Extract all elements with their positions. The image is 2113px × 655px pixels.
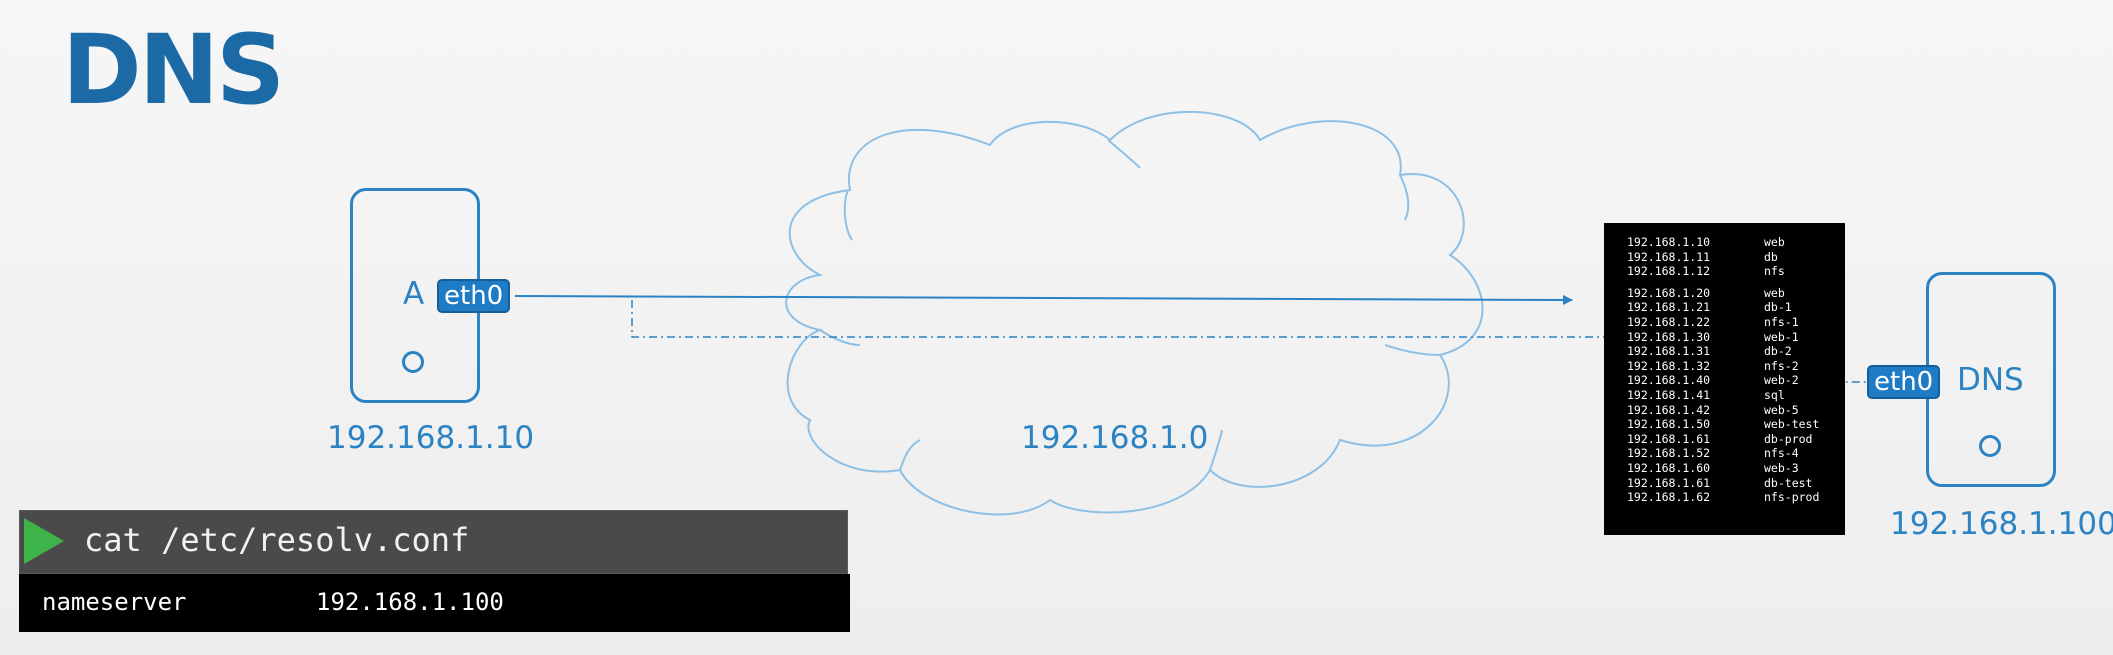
host-a-ip: 192.168.1.10 [327,420,535,456]
terminal-output: nameserver 192.168.1.100 [19,574,850,632]
dns-eth0-badge: eth0 [1867,365,1941,399]
hosts-ip: 192.168.1.21 [1627,300,1711,315]
hosts-ip: 192.168.1.32 [1627,358,1711,373]
hosts-name: nfs-2 [1764,358,1799,373]
hosts-row: 192.168.1.10 web [1627,235,1845,250]
hosts-row: 192.168.1.32 nfs-2 [1627,359,1845,374]
hosts-ip: 192.168.1.10 [1627,235,1711,249]
host-a-port-icon [402,351,424,373]
hosts-ip: 192.168.1.11 [1627,249,1711,264]
hosts-ip: 192.168.1.61 [1627,475,1711,490]
request-arrow [514,294,1573,305]
terminal-command: cat /etc/resolv.conf [84,521,470,559]
hosts-ip: 192.168.1.20 [1627,285,1711,300]
hosts-ip: 192.168.1.61 [1627,431,1711,446]
hosts-row: 192.168.1.40 web-2 [1627,373,1845,388]
hosts-name: web-2 [1764,373,1799,388]
hosts-ip: 192.168.1.42 [1627,402,1711,417]
hosts-name: db-test [1764,475,1813,490]
dns-server-label: DNS [1957,362,2024,398]
hosts-name: sql [1764,387,1785,402]
hosts-row: 192.168.1.21 db-1 [1627,300,1845,315]
hosts-name: db [1764,249,1778,264]
hosts-name: db-1 [1764,300,1792,315]
network-ip: 192.168.1.0 [1021,420,1209,456]
hosts-row: 192.168.1.50 web-test [1627,417,1845,432]
hosts-row: 192.168.1.41 sql [1627,388,1845,403]
terminal-panel: cat /etc/resolv.conf nameserver 192.168.… [19,510,850,632]
hosts-name: web-3 [1764,460,1799,475]
play-icon [24,518,64,564]
hosts-row: 192.168.1.42 web-5 [1627,403,1845,418]
host-a-eth0-badge: eth0 [437,279,511,313]
page-title: DNS [62,14,285,126]
resolv-value: 192.168.1.100 [316,588,504,616]
hosts-ip: 192.168.1.30 [1627,329,1711,344]
hosts-name: web-5 [1764,402,1799,417]
resolv-key: nameserver [42,588,187,616]
hosts-row: 192.168.1.11 db [1627,250,1845,265]
hosts-ip: 192.168.1.12 [1627,264,1711,279]
hosts-file-table: 192.168.1.10 web 192.168.1.11 db 192.168.1… [1604,223,1845,535]
hosts-ip: 192.168.1.52 [1627,446,1711,461]
hosts-row: 192.168.1.52 nfs-4 [1627,446,1845,461]
hosts-row: 192.168.1.20 web [1627,286,1845,301]
dns-query-path [631,300,1620,338]
hosts-row: 192.168.1.30 web-1 [1627,330,1845,345]
hosts-ip: 192.168.1.40 [1627,373,1711,388]
hosts-row: 192.168.1.60 web-3 [1627,461,1845,476]
hosts-ip: 192.168.1.62 [1627,490,1711,505]
hosts-ip: 192.168.1.22 [1627,314,1711,329]
hosts-ip: 192.168.1.50 [1627,417,1711,432]
hosts-row: 192.168.1.22 nfs-1 [1627,315,1845,330]
hosts-row: 192.168.1.31 db-2 [1627,344,1845,359]
hosts-name: db-prod [1764,431,1813,446]
hosts-row: 192.168.1.62 nfs-prod [1627,490,1845,505]
hosts-name: nfs-prod [1764,490,1820,505]
hosts-ip: 192.168.1.60 [1627,460,1711,475]
hosts-row: 192.168.1.61 db-prod [1627,432,1845,447]
network-cloud [785,110,1484,516]
dns-server-port-icon [1979,435,2001,457]
hosts-name: web-1 [1764,329,1799,344]
hosts-name: nfs [1764,264,1785,279]
hosts-name: web [1764,285,1785,300]
hosts-ip: 192.168.1.41 [1627,387,1711,402]
hosts-row: 192.168.1.61 db-test [1627,476,1845,491]
dns-server-ip: 192.168.1.100 [1890,506,2113,542]
host-a-label: A [403,276,425,312]
hosts-name: web-test [1764,417,1820,432]
hosts-name: nfs-1 [1764,314,1799,329]
hosts-name: nfs-4 [1764,446,1799,461]
hosts-row: 192.168.1.12 nfs [1627,264,1845,279]
hosts-name: db-2 [1764,344,1792,359]
hosts-name: web [1764,235,1785,249]
terminal-command-bar: cat /etc/resolv.conf [19,510,848,574]
hosts-ip: 192.168.1.31 [1627,344,1711,359]
